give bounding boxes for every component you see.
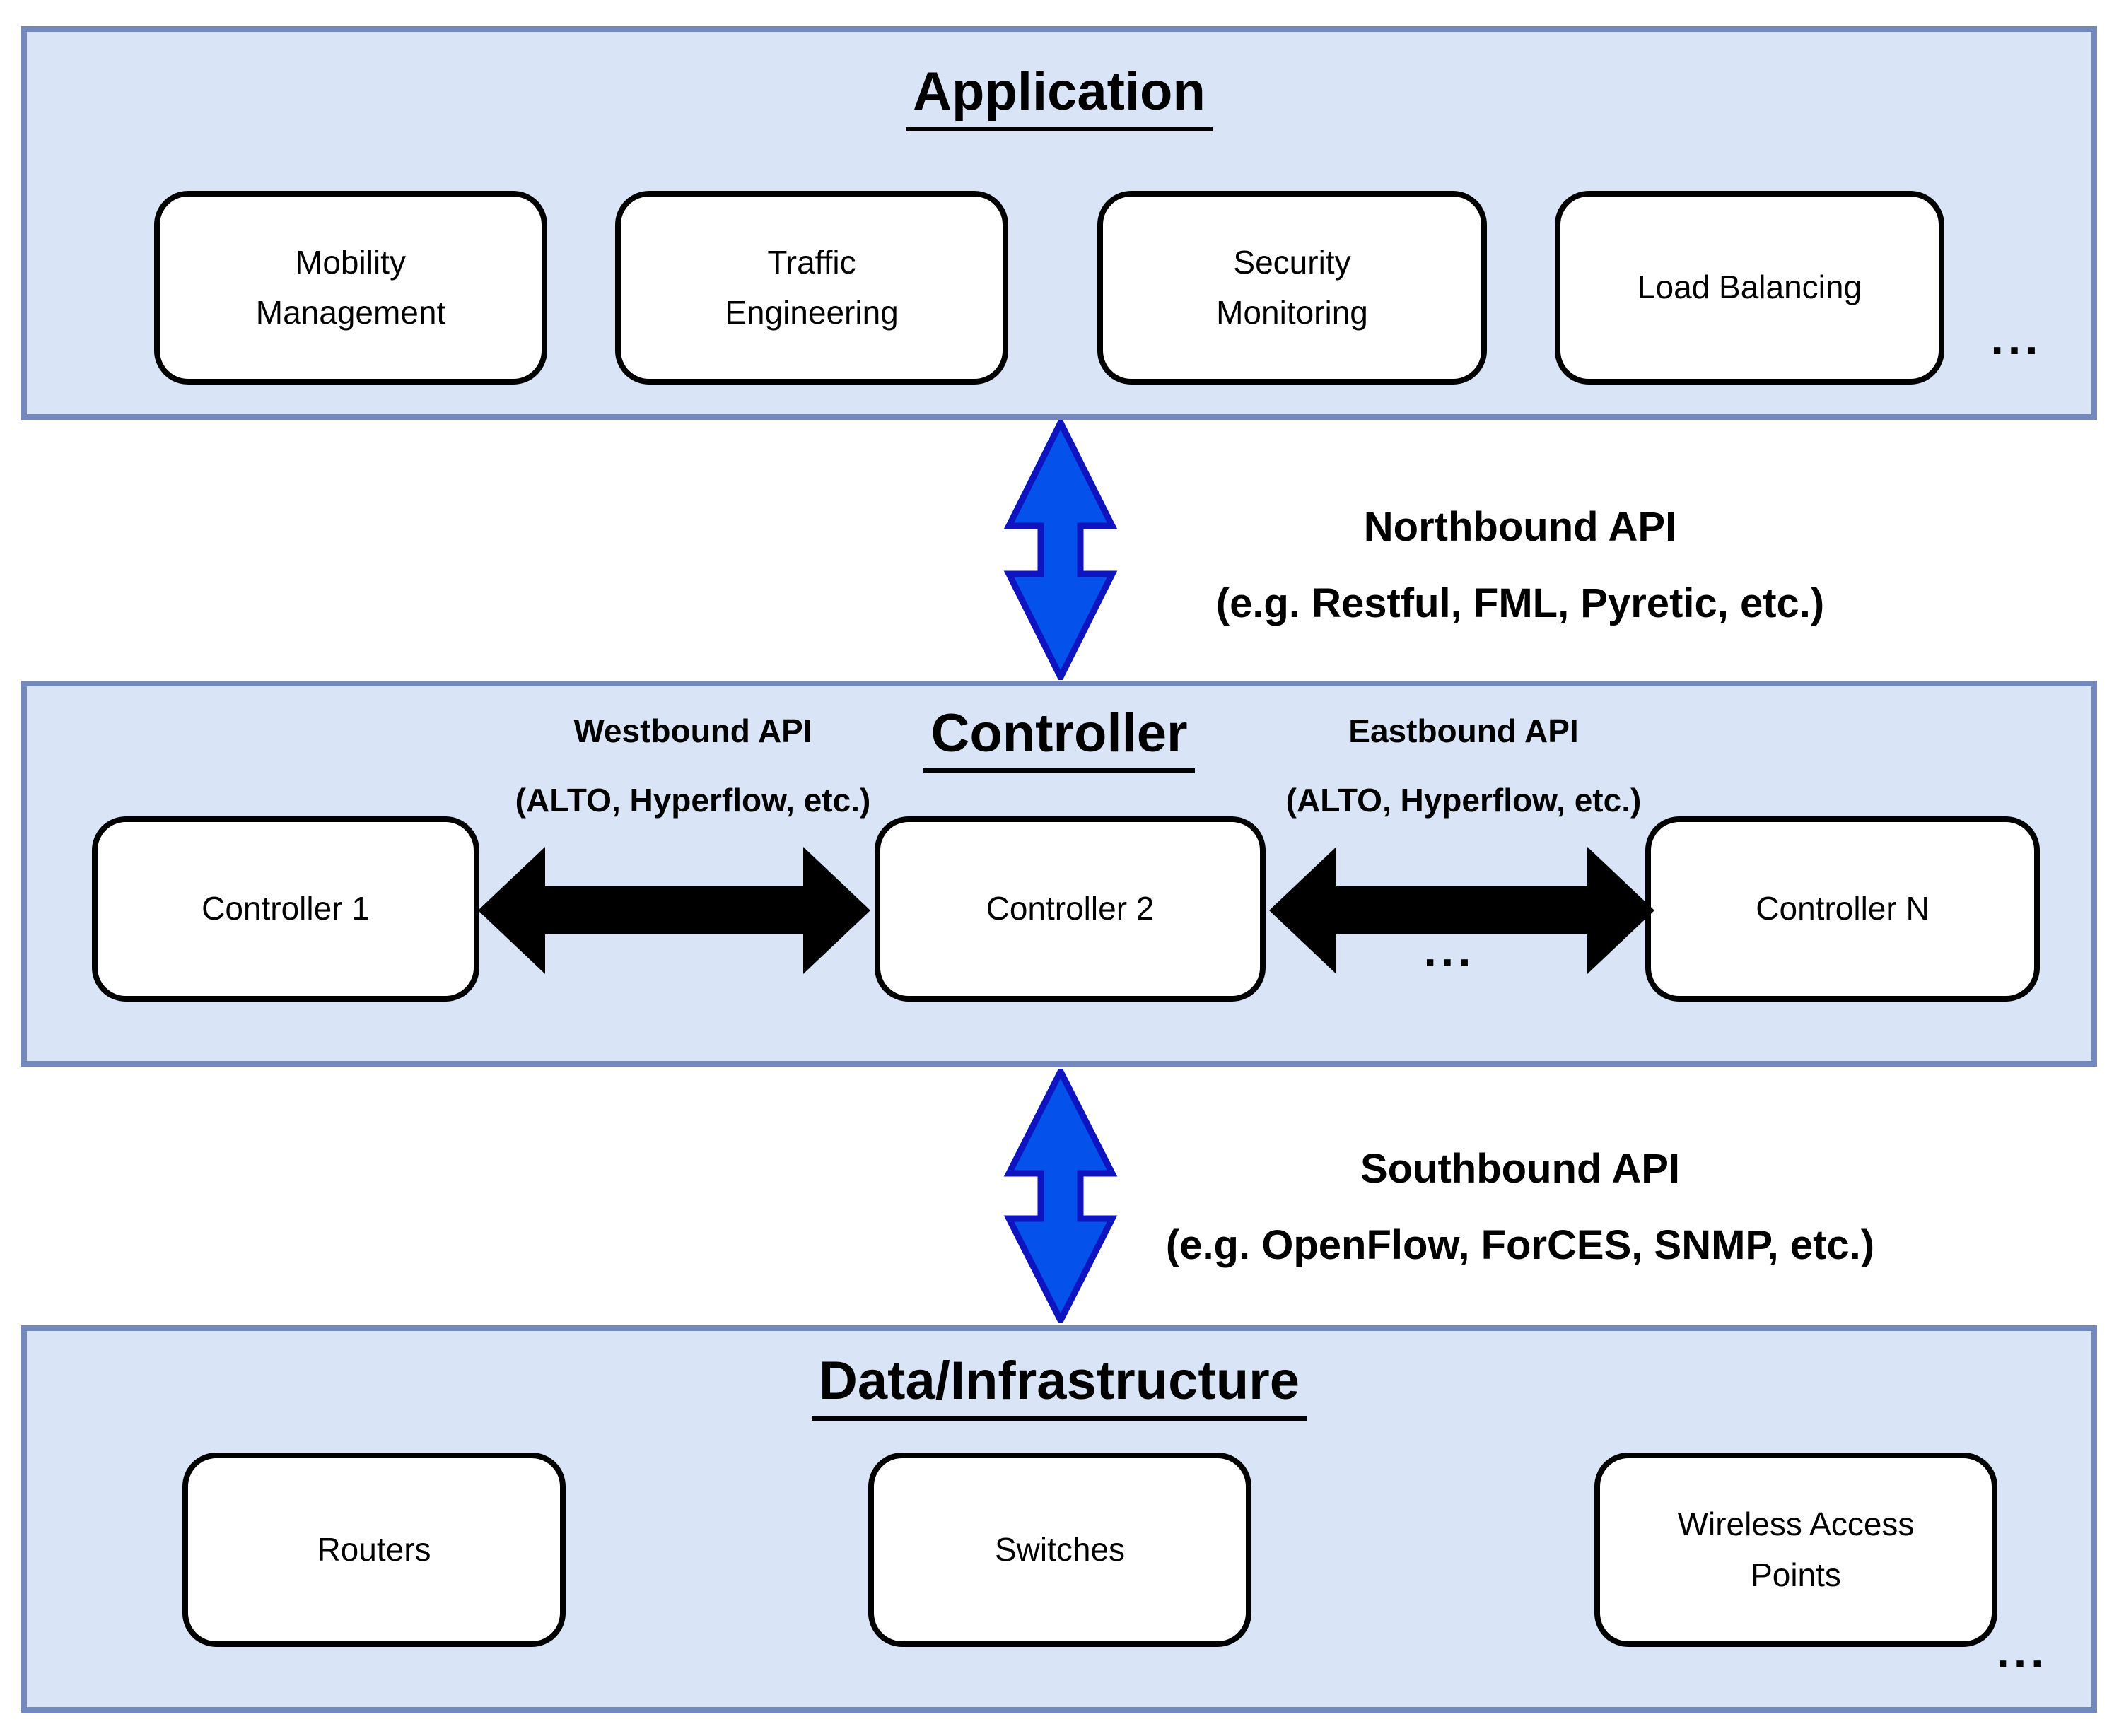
data-box-routers: Routers (182, 1453, 566, 1647)
northbound-double-arrow-icon (1003, 420, 1118, 680)
data-infrastructure-layer-title: Data/Infrastructure (27, 1351, 2091, 1421)
app-box-mobility-management: Mobility Management (154, 191, 547, 385)
controller-layer-title: Controller (27, 704, 2091, 774)
data-infrastructure-layer-panel: Data/Infrastructure Routers Switches Wir… (21, 1325, 2097, 1713)
northbound-api-examples: (e.g. Restful, FML, Pyretic, etc.) (1215, 580, 1825, 626)
southbound-double-arrow-icon (1003, 1069, 1118, 1323)
controller-more-ellipsis: ... (1423, 924, 1476, 976)
northbound-api-label: Northbound API (e.g. Restful, FML, Pyret… (1156, 489, 1884, 642)
southbound-api-examples: (e.g. OpenFlow, ForCES, SNMP, etc.) (1165, 1222, 1875, 1268)
southbound-api-title: Southbound API (1360, 1146, 1681, 1192)
northbound-api-title: Northbound API (1363, 504, 1677, 550)
southbound-api-label: Southbound API (e.g. OpenFlow, ForCES, S… (1103, 1131, 1937, 1284)
eastbound-api-label: Eastbound API (1348, 712, 1579, 749)
eastbound-api-examples: (ALTO, Hyperflow, etc.) (1285, 782, 1642, 819)
app-box-traffic-engineering: Traffic Engineering (615, 191, 1008, 385)
westbound-api-label: Westbound API (573, 712, 812, 749)
application-layer-panel: Application Mobility Management Traffic … (21, 26, 2097, 420)
westbound-api-examples: (ALTO, Hyperflow, etc.) (515, 782, 871, 819)
data-more-ellipsis: ... (1996, 1625, 2048, 1677)
controller-box-n: Controller N (1645, 816, 2040, 1002)
app-box-load-balancing: Load Balancing (1555, 191, 1944, 385)
controller-box-1: Controller 1 (92, 816, 479, 1002)
eastbound-double-arrow-icon (1269, 847, 1654, 974)
westbound-double-arrow-icon (478, 847, 870, 974)
data-box-switches: Switches (868, 1453, 1251, 1647)
application-layer-title-text: Application (906, 62, 1213, 132)
data-box-wireless-access-points: Wireless Access Points (1594, 1453, 1997, 1647)
controller-layer-title-text: Controller (923, 704, 1195, 774)
controller-box-2: Controller 2 (875, 816, 1266, 1002)
application-layer-title: Application (27, 62, 2091, 132)
data-infrastructure-layer-title-text: Data/Infrastructure (812, 1351, 1307, 1421)
controller-layer-panel: Controller Westbound API (ALTO, Hyperflo… (21, 681, 2097, 1067)
application-more-ellipsis: ... (1990, 312, 2043, 364)
app-box-security-monitoring: Security Monitoring (1097, 191, 1487, 385)
